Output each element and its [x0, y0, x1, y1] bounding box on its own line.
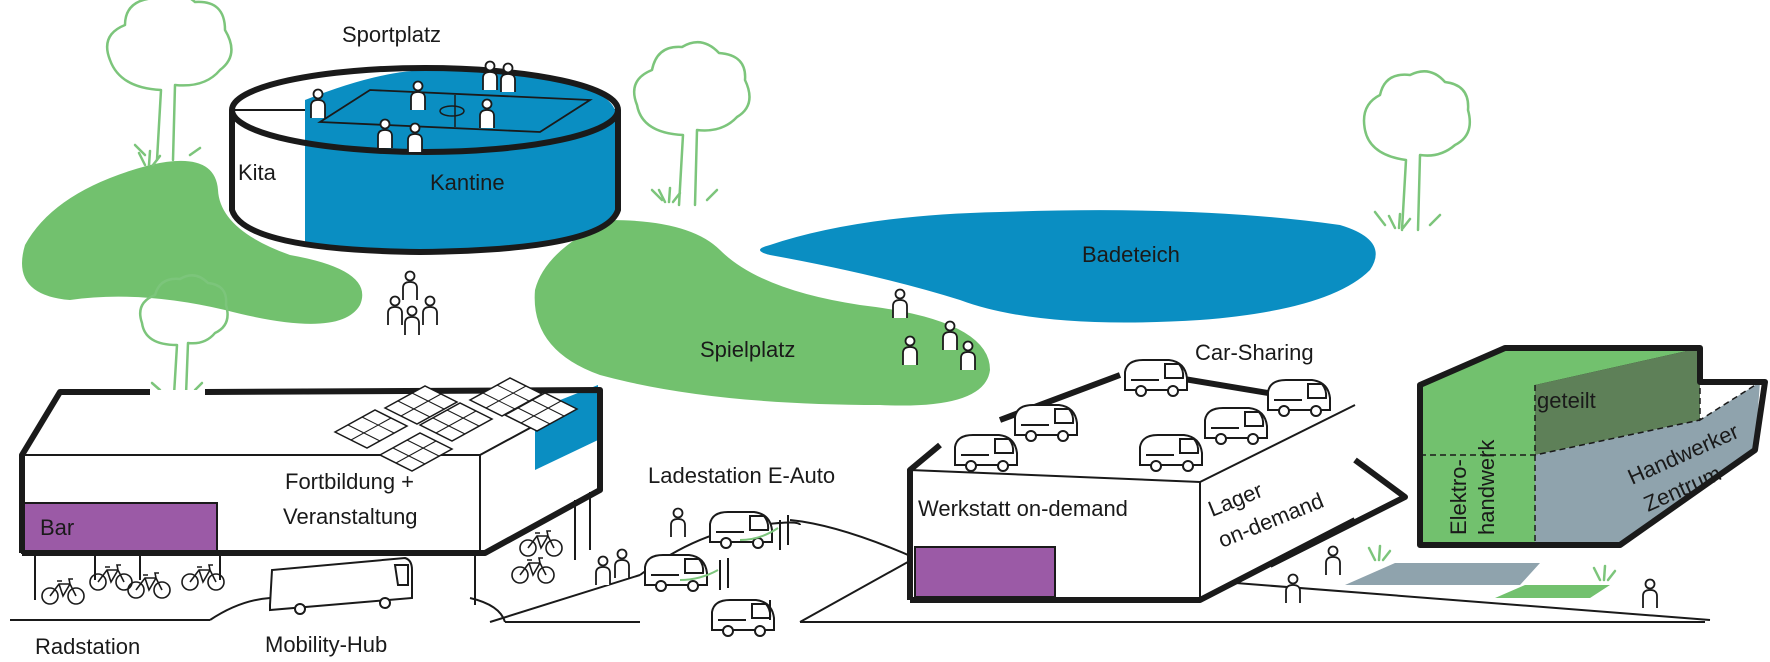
handwerker-area	[1535, 382, 1760, 545]
kantine-area	[305, 70, 618, 252]
person-icon	[892, 288, 908, 319]
grass-tuft-icon	[1592, 564, 1617, 582]
person-icon	[410, 80, 426, 111]
bicycle-icon	[519, 530, 563, 557]
werkstatt-lager-building	[907, 359, 1408, 603]
green-area-spielplatz	[534, 220, 990, 406]
werkstatt-label: Werkstatt on-demand	[918, 496, 1128, 521]
grass-tuft-icon	[1387, 212, 1412, 230]
bus-icon	[269, 556, 413, 615]
car-icon	[1204, 407, 1268, 445]
trees	[105, 0, 1472, 397]
football-pitch	[317, 89, 593, 133]
person-icon	[670, 507, 686, 538]
person-icon	[387, 295, 403, 326]
person-icon	[942, 320, 958, 351]
person-icon	[500, 62, 516, 93]
person-icon	[902, 335, 918, 366]
car-icon	[1124, 359, 1188, 397]
person-icon	[377, 118, 393, 149]
radstation-label: Radstation	[35, 634, 140, 659]
badeteich-pond	[760, 210, 1376, 323]
tree-icon	[1362, 70, 1472, 232]
tree-icon	[138, 274, 229, 397]
tree-icon	[632, 40, 751, 207]
car-icon	[954, 434, 1018, 472]
fortbildung-label-line-1: Fortbildung +	[285, 469, 414, 494]
person-icon	[479, 98, 495, 129]
sportplatz-label: Sportplatz	[342, 22, 441, 47]
car-icon	[1267, 379, 1331, 417]
sportplatz-stadium	[229, 60, 621, 255]
person-icon	[614, 548, 630, 579]
charging-station-icon	[719, 515, 789, 620]
person-icon	[404, 305, 420, 336]
tree-icon	[105, 0, 233, 162]
handwerker-zentrum-building	[1417, 345, 1768, 548]
elektro-handwerk-area	[1420, 385, 1535, 545]
green-patch	[1495, 585, 1610, 598]
badeteich-label: Badeteich	[1082, 242, 1180, 267]
car-icon	[1139, 434, 1203, 472]
car-icon	[644, 554, 708, 592]
person-icon	[422, 295, 438, 326]
person-icon	[310, 88, 326, 119]
bicycle-icon	[127, 572, 171, 599]
person-icon	[1325, 545, 1341, 576]
werkstatt-purple-area	[914, 546, 1056, 598]
bicycle-icon	[89, 564, 133, 591]
mobility-hub-label: Mobility-Hub	[265, 632, 387, 657]
grass-tuft-icon	[1367, 544, 1392, 562]
person-icon	[402, 270, 418, 301]
person-icon	[1642, 578, 1658, 609]
person-icon	[482, 60, 498, 91]
fortbildung-building	[19, 377, 603, 605]
person-icon	[960, 340, 976, 371]
person-icon	[595, 555, 611, 586]
bicycle-icon	[41, 578, 85, 605]
fortbildung-label-line-2: Veranstaltung	[283, 504, 418, 529]
ladestation-label: Ladestation E-Auto	[648, 463, 835, 488]
ladestation	[639, 511, 801, 637]
car-icon	[709, 511, 773, 549]
car-icon	[711, 599, 775, 637]
green-area-west	[22, 160, 363, 324]
spielplatz-label: Spielplatz	[700, 337, 795, 362]
bar-label: Bar	[40, 515, 74, 540]
person-icon	[1285, 573, 1301, 604]
car-icon	[1014, 404, 1078, 442]
car-sharing-label: Car-Sharing	[1195, 340, 1314, 365]
bicycle-icon	[511, 557, 555, 584]
bicycle-icon	[181, 564, 225, 591]
person-icon	[407, 122, 423, 153]
elektro-label-line-1: Elektro-	[1446, 459, 1471, 535]
geteilt-label: geteilt	[1537, 388, 1596, 413]
paved-area	[1345, 563, 1540, 585]
kantine-label: Kantine	[430, 170, 505, 195]
elektro-label-line-2: handwerk	[1474, 439, 1499, 535]
kita-label: Kita	[238, 160, 277, 185]
